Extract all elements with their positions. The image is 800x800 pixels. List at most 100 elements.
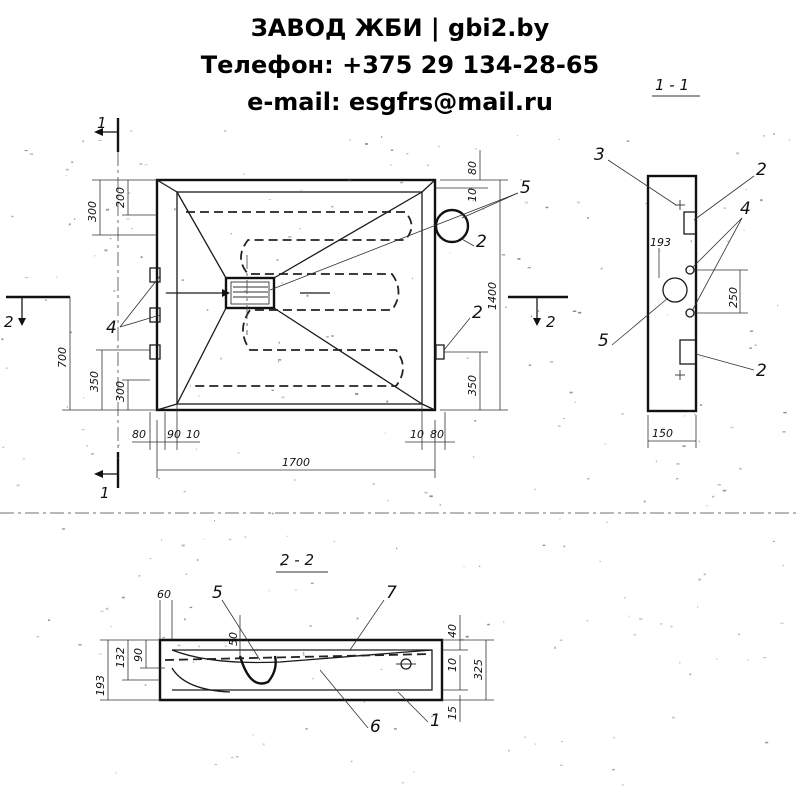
scan-speck (365, 143, 369, 145)
scan-speck (645, 203, 647, 205)
scan-speck (465, 635, 469, 638)
scan-speck (782, 431, 786, 433)
plan-dim-1700: 1700 (282, 456, 310, 469)
scan-speck (100, 610, 104, 612)
scan-speck (281, 396, 285, 399)
scan-speck (659, 623, 663, 625)
plan-cut-label-1-bottom: 1 (100, 484, 110, 502)
scan-speck (697, 606, 699, 608)
scan-speck (113, 290, 116, 292)
scan-speck (517, 258, 521, 260)
scan-speck (574, 401, 576, 403)
scan-speck (743, 229, 746, 231)
scan-speck (745, 189, 747, 190)
scan-speck (350, 760, 353, 763)
header-line-phone: Телефон: +375 29 134-28-65 (200, 51, 600, 79)
section-2-2-callout-1: 1 (430, 711, 441, 731)
scan-speck (74, 218, 76, 220)
scan-speck (479, 565, 481, 567)
scan-speck (773, 133, 775, 135)
scan-speck (380, 668, 383, 670)
section-1-1: 1 - 1 193 250 150 3 2 4 5 2 (594, 76, 767, 448)
scan-speck (117, 457, 119, 459)
plan-callout-2-top: 2 (476, 232, 487, 252)
plan-dim-350-right: 350 (466, 375, 479, 396)
scan-speck (65, 168, 69, 171)
scan-speck (683, 415, 686, 417)
scan-speck (655, 460, 658, 463)
section-1-1-callout-3: 3 (594, 145, 605, 165)
scan-speck (268, 589, 270, 592)
scan-speck (689, 410, 691, 413)
scan-speck (606, 521, 608, 523)
scan-speck (158, 478, 160, 480)
scan-speck (508, 749, 510, 752)
scan-speck (165, 292, 168, 294)
scan-speck (387, 500, 389, 502)
scan-speck (130, 130, 133, 132)
section-1-1-callout-2-top: 2 (756, 160, 767, 180)
section-1-1-callout-5: 5 (598, 331, 609, 351)
scan-speck (294, 479, 296, 481)
scan-speck (639, 618, 643, 620)
plan-dim-1400: 1400 (486, 282, 499, 310)
scan-speck (682, 445, 686, 447)
scan-speck (231, 211, 233, 213)
scan-speck (177, 644, 181, 646)
scan-speck (224, 130, 227, 132)
scan-speck (384, 432, 386, 435)
scan-speck (569, 391, 573, 394)
scan-speck (189, 606, 193, 609)
scan-speck (666, 314, 668, 316)
scan-speck (739, 467, 742, 470)
section-2-2: 2 - 2 60 193 132 90 50 40 10 (94, 551, 494, 737)
scan-speck (24, 150, 28, 152)
scan-speck (22, 458, 25, 460)
scan-speck (181, 279, 184, 282)
scan-speck (626, 140, 630, 142)
scan-speck (727, 240, 729, 243)
section-1-1-callout-2-bottom: 2 (756, 361, 767, 381)
scan-speck (413, 512, 415, 515)
scan-speck (466, 357, 469, 359)
scan-speck (131, 228, 133, 230)
scan-speck (149, 558, 152, 560)
scan-speck (524, 201, 529, 204)
scan-speck (24, 277, 29, 279)
scan-speck (754, 344, 757, 346)
scan-speck (474, 148, 478, 150)
scan-speck (429, 495, 433, 498)
scan-speck (782, 564, 784, 567)
scan-speck (310, 582, 314, 584)
header: ЗАВОД ЖБИ | gbi2.by Телефон: +375 29 134… (0, 10, 800, 121)
scan-speck (2, 446, 5, 448)
plan-dim-90-bottom: 90 (167, 428, 181, 441)
scan-speck (545, 206, 549, 209)
scan-speck (587, 217, 589, 219)
section-2-2-callout-7: 7 (386, 583, 397, 603)
scan-speck (277, 358, 282, 361)
plan-dim-10-bottom-right: 10 (410, 428, 424, 441)
scan-speck (472, 456, 475, 458)
scan-speck (777, 304, 779, 307)
scan-speck (228, 538, 232, 541)
scan-speck (780, 622, 784, 625)
scan-speck (749, 330, 754, 332)
scan-speck (717, 484, 721, 486)
scan-speck (679, 662, 681, 664)
plan-drain-box (224, 276, 276, 310)
scan-speck (402, 782, 404, 784)
scan-speck (56, 276, 58, 278)
scan-speck (372, 483, 376, 485)
scan-speck (144, 164, 148, 166)
scan-speck (670, 625, 673, 628)
scan-speck (371, 371, 374, 372)
scan-speck (528, 364, 532, 366)
scan-speck (560, 764, 563, 766)
scan-speck (356, 617, 359, 620)
scan-speck (306, 294, 309, 297)
plan-cut-label-1-top: 1 (97, 114, 107, 132)
scan-speck (66, 406, 68, 408)
scan-speck (309, 625, 313, 627)
